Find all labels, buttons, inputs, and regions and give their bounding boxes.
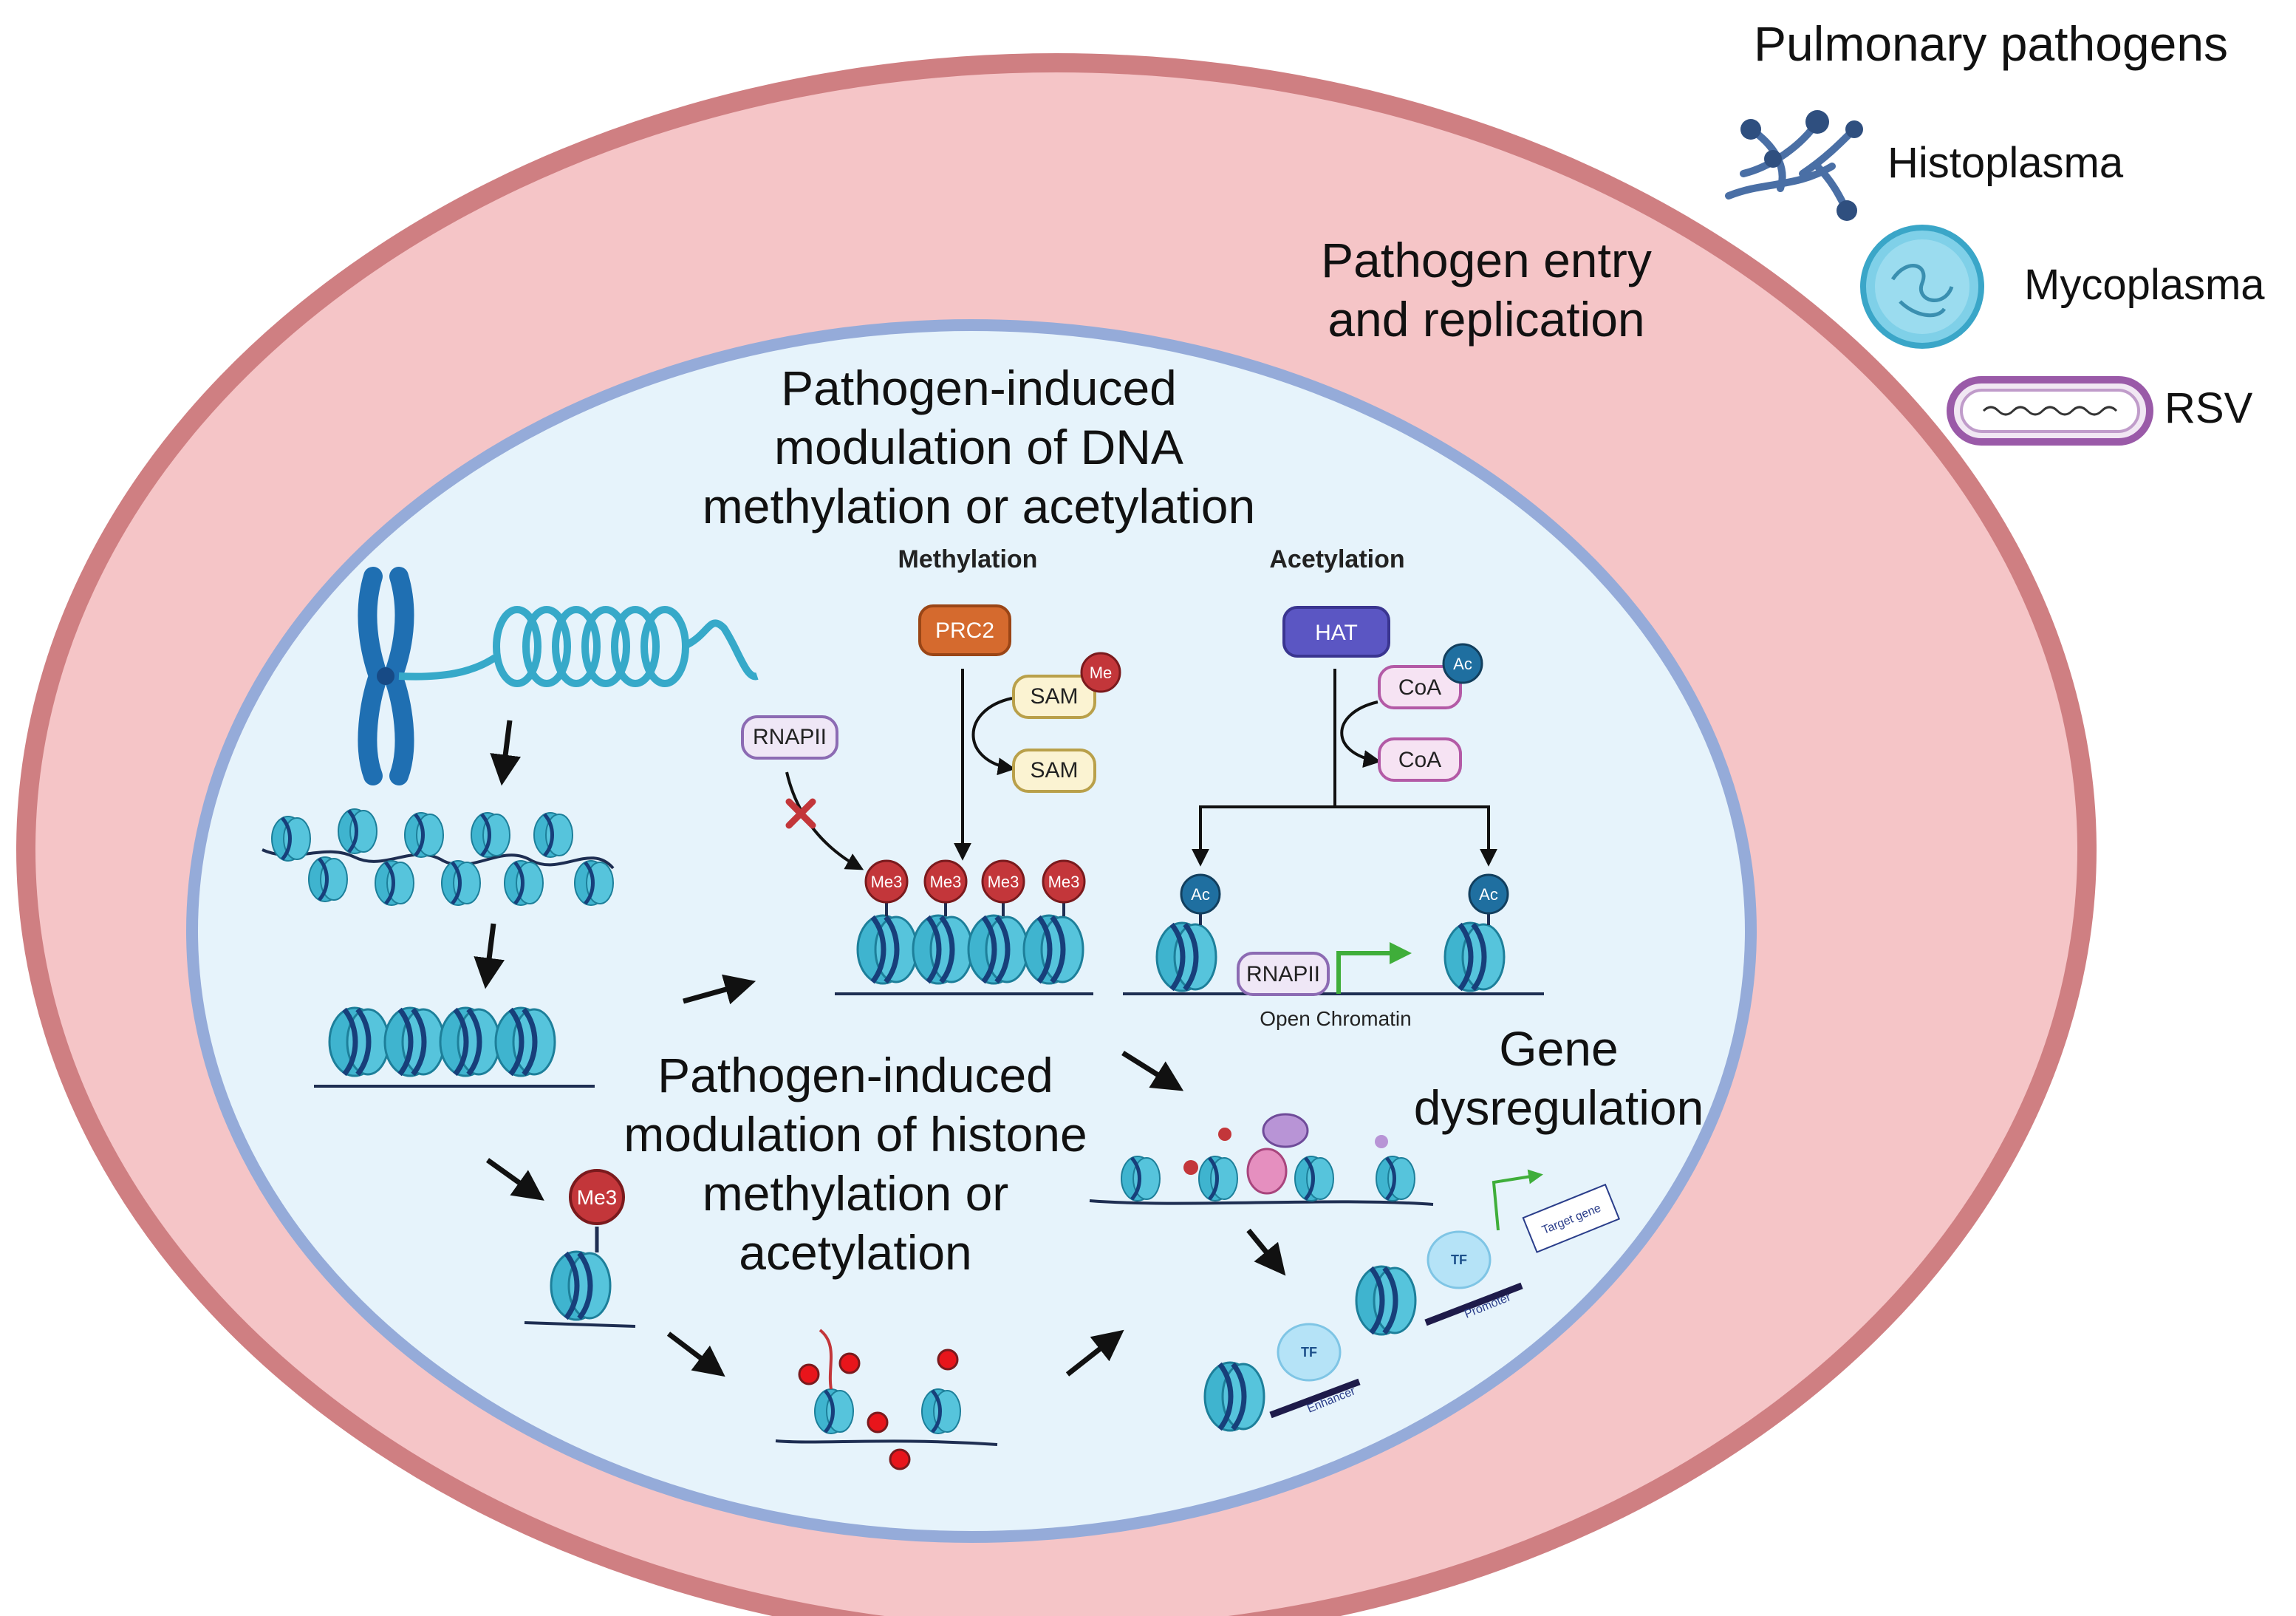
gene-regulation-model: TF TF Enhancer Promoter Target gene	[1205, 1169, 1621, 1431]
fungus-icon	[1725, 110, 1863, 221]
me3-tag-4: Me3	[1048, 873, 1080, 891]
rnapii-blocked-arrow	[785, 771, 864, 870]
dna-modulation-title-3: methylation or acetylation	[703, 479, 1255, 533]
methylation-header: Methylation	[898, 545, 1038, 573]
svg-text:SAM: SAM	[1030, 684, 1078, 709]
open-chromatin: Ac Ac RNAPII Open Chromatin	[1123, 873, 1544, 1030]
svg-text:CoA: CoA	[1398, 675, 1441, 700]
coa-product: CoA	[1378, 737, 1462, 782]
arrow-chromosome-to-fiber	[490, 720, 522, 786]
legend-label-mycoplasma: Mycoplasma	[2024, 261, 2265, 309]
arrow-to-gene-model	[1065, 1329, 1124, 1377]
histone-modulation-title-3: methylation or	[703, 1166, 1009, 1221]
me3-tag-2: Me3	[930, 873, 962, 891]
dna-modulation-title-1: Pathogen-induced	[781, 361, 1177, 415]
chromosome-icon	[358, 567, 414, 785]
rnapii-blocked: RNAPII	[741, 715, 838, 760]
svg-text:RNAPII: RNAPII	[753, 725, 827, 749]
me3-tag-1: Me3	[871, 873, 903, 891]
arrow-to-modified-nucleosomes	[666, 1332, 725, 1377]
me3-tag-3: Me3	[988, 873, 1019, 891]
ac-mark-2: Ac	[1479, 885, 1498, 904]
hat-enzyme: HAT	[1282, 606, 1390, 658]
legend-label-histoplasma: Histoplasma	[1887, 139, 2124, 187]
pathogen-entry-line1: Pathogen entry	[1321, 233, 1652, 287]
rnapii-active: RNAPII	[1246, 962, 1320, 986]
modified-nucleosomes	[775, 1329, 998, 1470]
svg-text:HAT: HAT	[1315, 621, 1358, 645]
histone-modulation-title-2: modulation of histone	[623, 1107, 1087, 1162]
acetylation-header: Acetylation	[1269, 545, 1404, 573]
legend-label-rsv: RSV	[2165, 384, 2253, 432]
single-nucleosome-me3: Me3	[524, 1169, 636, 1328]
sam-conversion-arrow	[971, 697, 1016, 776]
me3-tag-single: Me3	[577, 1186, 617, 1209]
pathogen-entry-line2: and replication	[1328, 292, 1644, 347]
ac-tag: Ac	[1453, 655, 1472, 673]
dna-modulation-title-2: modulation of DNA	[774, 420, 1183, 474]
open-chromatin-label: Open Chromatin	[1260, 1007, 1411, 1030]
arrow-to-single-nucleosome	[485, 1158, 544, 1201]
svg-text:CoA: CoA	[1398, 748, 1441, 772]
sam-substrate: SAM Me	[1012, 652, 1121, 719]
gene-dysregulation-line2: dysregulation	[1414, 1080, 1704, 1135]
legend-title: Pulmonary pathogens	[1754, 16, 2228, 71]
chromatin-fiber	[262, 809, 613, 905]
svg-text:PRC2: PRC2	[935, 618, 994, 643]
svg-text:SAM: SAM	[1030, 758, 1078, 783]
coa-conversion-arrow	[1340, 700, 1381, 768]
chromatin-remodeling	[1089, 1113, 1434, 1206]
tf-label-2: TF	[1451, 1252, 1467, 1267]
prc2-enzyme: PRC2	[918, 604, 1011, 656]
promoter-segment	[1424, 1282, 1523, 1326]
nucleosome-array-left	[314, 1008, 595, 1088]
gene-dysregulation-line1: Gene	[1499, 1021, 1618, 1076]
histone-modulation-title-4: acetylation	[739, 1225, 972, 1280]
histone-modulation-title-1: Pathogen-induced	[657, 1048, 1053, 1102]
dna-coil	[398, 606, 759, 687]
me-tag: Me	[1090, 664, 1113, 682]
coa-substrate: CoA Ac	[1378, 643, 1483, 709]
arrow-fiber-to-nucleosomes	[474, 923, 505, 989]
sam-product: SAM	[1012, 749, 1096, 793]
block-x-icon	[785, 798, 816, 829]
arrow-to-gene-regulation	[1246, 1228, 1286, 1276]
enhancer-segment	[1269, 1378, 1361, 1419]
tf-enhancer	[1277, 1323, 1342, 1382]
tf-promoter	[1427, 1230, 1492, 1289]
ac-mark-1: Ac	[1191, 885, 1210, 904]
virus-icon	[1947, 376, 2153, 446]
arrow-to-methylated-array	[683, 974, 756, 1005]
bacterium-icon	[1860, 225, 1984, 349]
methylated-nucleosome-array: Me3 Me3 Me3 Me3	[835, 859, 1093, 995]
arrow-to-remodeling	[1121, 1051, 1184, 1091]
pathogen-legend: Pulmonary pathogens Histoplasma Mycoplas…	[1725, 16, 2265, 446]
tf-label-1: TF	[1301, 1345, 1317, 1360]
